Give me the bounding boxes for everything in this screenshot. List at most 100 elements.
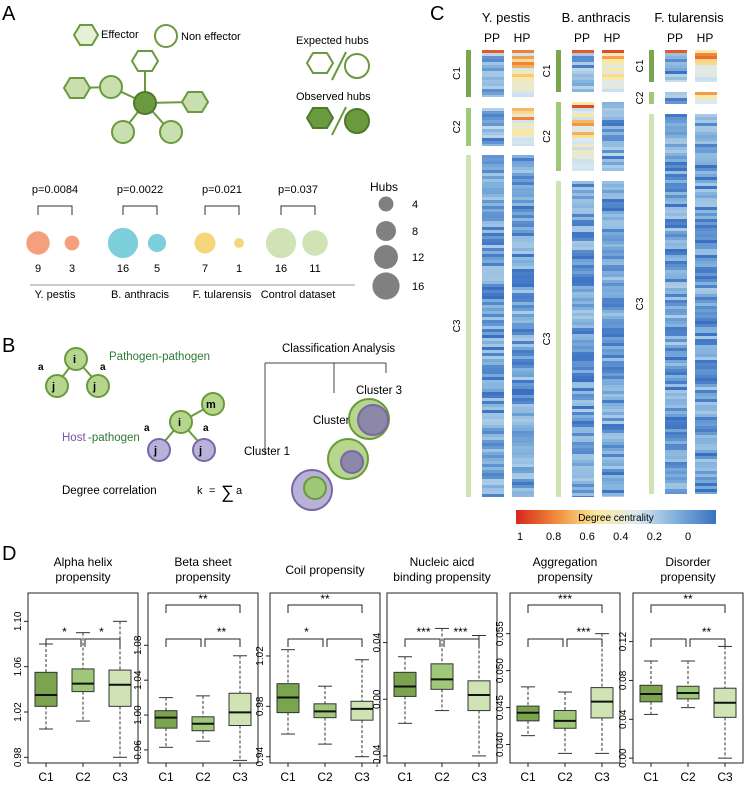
heatmap-cell	[665, 126, 687, 129]
heatmap-cell	[512, 179, 534, 182]
heatmap-cell	[482, 383, 504, 386]
heatmap-cell	[665, 453, 687, 456]
heatmap-cell	[602, 123, 624, 126]
heatmap-cell	[572, 457, 594, 460]
heatmap-cell	[482, 89, 504, 92]
dendrogram	[264, 362, 387, 455]
heatmap-cell	[602, 349, 624, 352]
heatmap-cell	[602, 71, 624, 74]
heatmap-cell	[602, 481, 624, 484]
heatmap-cell	[512, 416, 534, 419]
heatmap-cell	[512, 377, 534, 380]
pathogen-pathogen-label: Pathogen-pathogen	[109, 351, 210, 363]
heatmap-cell	[695, 192, 717, 195]
heatmap-cell	[665, 396, 687, 399]
heatmap-cell	[665, 366, 687, 369]
heatmap-cell	[572, 337, 594, 340]
heatmap-cell	[512, 77, 534, 80]
x-tick-label: C1	[397, 770, 413, 784]
heatmap-cell	[512, 440, 534, 443]
heatmap-cell	[572, 448, 594, 451]
heatmap-cell	[482, 458, 504, 461]
heatmap-cell	[695, 261, 717, 264]
cluster-label: C3	[635, 297, 646, 310]
heatmap-cell	[665, 447, 687, 450]
heatmap-cell	[602, 358, 624, 361]
heatmap-cell	[482, 377, 504, 380]
heatmap-cell	[695, 390, 717, 393]
heatmap-cell	[572, 490, 594, 493]
sig-stars: ***	[416, 625, 430, 639]
heatmap-cell	[482, 248, 504, 251]
degree-correlation-label: Degree correlation	[62, 485, 157, 497]
heatmap-cell	[665, 327, 687, 330]
sig-bracket-c2-c3	[204, 638, 241, 647]
heatmap-cell	[695, 207, 717, 210]
heatmap-cell	[695, 333, 717, 336]
heatmap-cell	[512, 464, 534, 467]
heatmap-cell	[512, 329, 534, 332]
heatmap-cell	[572, 89, 594, 92]
heatmap-cell	[602, 83, 624, 86]
p-value-label: p=0.0084	[32, 184, 78, 196]
heatmap-cell	[602, 457, 624, 460]
heatmap-cell	[482, 206, 504, 209]
heatmap-cell	[482, 269, 504, 272]
heatmap-cell	[665, 261, 687, 264]
heatmap-cell	[482, 236, 504, 239]
heatmap-cell	[695, 195, 717, 198]
heatmap-cell	[512, 158, 534, 161]
heatmap-cell	[512, 491, 534, 494]
heatmap-cell	[482, 434, 504, 437]
heatmap-cell	[512, 425, 534, 428]
heatmap-cell	[482, 428, 504, 431]
heatmap-cell	[665, 468, 687, 471]
heatmap-cell	[482, 464, 504, 467]
heatmap-cell	[665, 297, 687, 300]
heatmap-cell	[602, 364, 624, 367]
heatmap-cell	[512, 227, 534, 230]
heatmap-cell	[512, 176, 534, 179]
heatmap-cell	[665, 393, 687, 396]
cluster-bar	[556, 102, 561, 171]
non-effector-legend-circle	[154, 24, 178, 48]
heatmap-cell	[665, 68, 687, 71]
expected-hub-hexagon	[305, 52, 335, 74]
heatmap-cell	[512, 299, 534, 302]
heatmap-cell	[482, 308, 504, 311]
heatmap-cell	[572, 328, 594, 331]
heatmap-cell	[482, 92, 504, 95]
heatmap-cell	[512, 50, 534, 53]
heatmap-cell	[695, 204, 717, 207]
heatmap-cell	[512, 188, 534, 191]
heatmap-cell	[572, 153, 594, 156]
effector-hub-count: 16	[117, 263, 129, 275]
heatmap-cell	[572, 259, 594, 262]
heatmap-cell	[512, 257, 534, 260]
sig-bracket-c1-c2	[287, 638, 324, 647]
heatmap-cell	[695, 324, 717, 327]
heatmap-cell	[572, 364, 594, 367]
sig-stars: **	[217, 625, 227, 639]
heatmap-cell	[665, 132, 687, 135]
heatmap-cell	[602, 322, 624, 325]
x-tick-label: C1	[38, 770, 54, 784]
box	[34, 671, 58, 707]
heatmap-cell	[665, 168, 687, 171]
heatmap-cell	[602, 65, 624, 68]
heatmap-cell	[665, 489, 687, 492]
heatmap-cell	[572, 373, 594, 376]
heatmap-cell	[665, 435, 687, 438]
hub-size-label: 8	[412, 226, 418, 238]
heatmap-cell	[602, 229, 624, 232]
heatmap-cell	[482, 111, 504, 114]
y-tick-label: 0.050	[495, 658, 506, 683]
heatmap-cell	[512, 248, 534, 251]
heatmap-cell	[482, 170, 504, 173]
heatmap-cell	[482, 332, 504, 335]
heatmap-cell	[695, 240, 717, 243]
heatmap-cell	[482, 347, 504, 350]
heatmap-cell	[482, 141, 504, 144]
panel-label-a: A	[2, 3, 16, 25]
